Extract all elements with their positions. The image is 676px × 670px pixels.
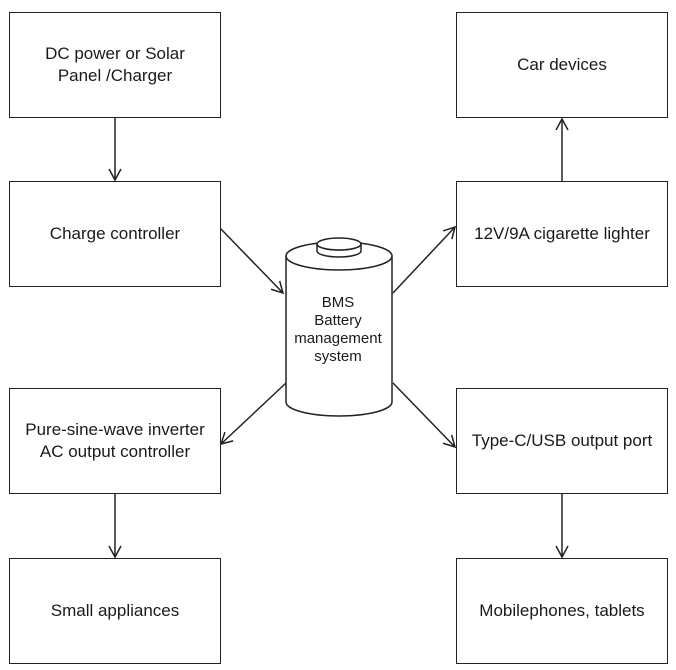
mobile-devices-label: Mobilephones, tablets (479, 601, 645, 620)
bms-battery-icon (285, 237, 393, 417)
bms-line2: Battery (314, 312, 362, 329)
bms-node: BMS Battery management system (284, 294, 392, 366)
bms-line1: BMS (321, 294, 355, 311)
car-devices-label: Car devices (517, 55, 607, 74)
bms-line3: management (294, 330, 382, 347)
usb-port-label: Type-C/USB output port (471, 431, 653, 450)
mobile-devices-node: Mobilephones, tablets (456, 558, 668, 664)
charge-controller-node: Charge controller (9, 181, 221, 287)
dc-power-line2: Panel /Charger (57, 66, 173, 85)
edge-charge-to-bms (219, 227, 285, 295)
edge-bms-to-inverter (219, 382, 287, 446)
charge-controller-label: Charge controller (49, 224, 181, 243)
edge-bms-to-lighter (392, 225, 457, 294)
small-appliances-node: Small appliances (9, 558, 221, 664)
cigarette-lighter-label: 12V/9A cigarette lighter (474, 224, 650, 243)
edge-bms-to-usb (392, 382, 457, 449)
cigarette-lighter-node: 12V/9A cigarette lighter (456, 181, 668, 287)
inverter-line1: Pure-sine-wave inverter (25, 420, 205, 439)
small-appliances-label: Small appliances (50, 601, 180, 620)
dc-power-line1: DC power or Solar (45, 44, 185, 63)
inverter-line2: AC output controller (39, 442, 191, 461)
inverter-node: Pure-sine-wave inverter AC output contro… (9, 388, 221, 494)
car-devices-node: Car devices (456, 12, 668, 118)
bms-line4: system (314, 348, 362, 365)
dc-power-node: DC power or Solar Panel /Charger (9, 12, 221, 118)
usb-port-node: Type-C/USB output port (456, 388, 668, 494)
